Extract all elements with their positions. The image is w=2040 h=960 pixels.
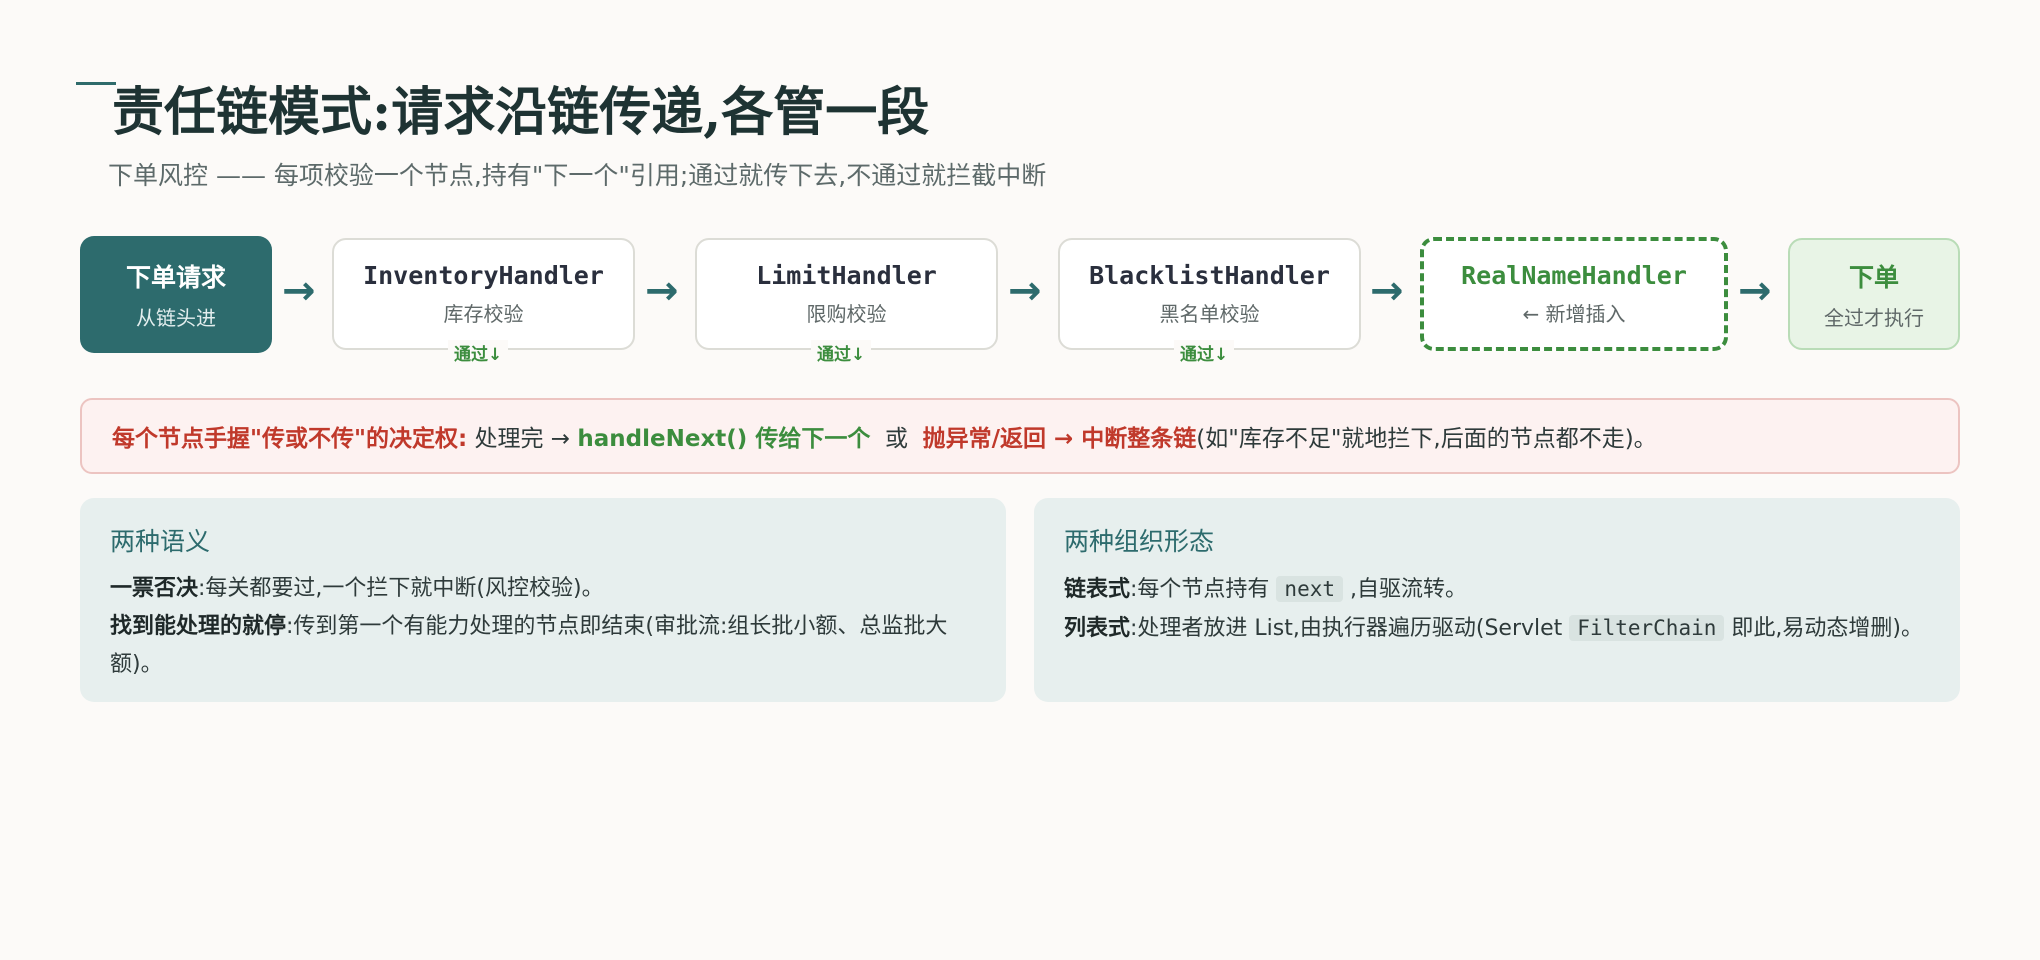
end-node-sub: 全过才执行 <box>1824 305 1924 330</box>
forms-card: 两种组织形态 链表式:每个节点持有 next ,自驱流转。 列表式:处理者放进 … <box>1034 498 1960 702</box>
inventory-handler-sub: 库存校验 <box>443 302 524 326</box>
inventory-pass-label: 通过↓ <box>448 340 509 365</box>
forms-line-2: 列表式:处理者放进 List,由执行器遍历驱动(Servlet FilterCh… <box>1064 609 1930 648</box>
limit-handler-title: LimitHandler <box>756 261 937 290</box>
forms-filterchain-code: FilterChain <box>1569 615 1725 641</box>
blacklist-handler-sub: 黑名单校验 <box>1159 302 1260 326</box>
forms-line-1: 链表式:每个节点持有 next ,自驱流转。 <box>1064 570 1930 609</box>
callout-text-2: 或 <box>870 426 923 452</box>
forms-card-title: 两种组织形态 <box>1064 527 1215 556</box>
semantics-line-2: 找到能处理的就停:传到第一个有能力处理的节点即结束(审批流:组长批小额、总监批大… <box>110 608 976 684</box>
chain-arrow-4: → <box>1370 268 1404 314</box>
inventory-handler-title: InventoryHandler <box>363 261 604 290</box>
title-accent-bar <box>76 82 116 85</box>
callout-lead: 每个节点手握"传或不传"的决定权: <box>112 426 468 452</box>
callout-text-1: 处理完 → <box>467 426 578 452</box>
page-subtitle: 下单风控 —— 每项校验一个节点,持有"下一个"引用;通过就传下去,不通过就拦截… <box>108 161 1047 190</box>
semantics-stop-text: :传到第一个有能力处理的节点即结束(审批流:组长批小额、总监批大额)。 <box>110 614 948 677</box>
semantics-veto-text: :每关都要过,一个拦下就中断(风控校验)。 <box>198 576 604 601</box>
callout-stop-text: 抛异常/返回 → 中断整条链 <box>922 426 1197 452</box>
blacklist-pass-label: 通过↓ <box>1174 340 1235 365</box>
forms-list-text-b: 即此,易动态增删)。 <box>1724 616 1923 641</box>
chain-arrow-1: → <box>282 268 316 314</box>
forms-list-text-a: :处理者放进 List,由执行器遍历驱动(Servlet <box>1130 616 1570 641</box>
chain-arrow-2: → <box>645 268 679 314</box>
realname-handler-node: RealNameHandler ← 新增插入 <box>1420 237 1728 351</box>
semantics-line-1: 一票否决:每关都要过,一个拦下就中断(风控校验)。 <box>110 570 976 608</box>
semantics-stop-label: 找到能处理的就停 <box>110 614 287 639</box>
blacklist-handler-node: BlacklistHandler 黑名单校验 <box>1058 238 1361 350</box>
blacklist-handler-title: BlacklistHandler <box>1089 261 1330 290</box>
forms-list-label: 列表式 <box>1064 616 1131 641</box>
semantics-card: 两种语义 一票否决:每关都要过,一个拦下就中断(风控校验)。 找到能处理的就停:… <box>80 498 1006 702</box>
realname-handler-sub: ← 新增插入 <box>1522 302 1626 326</box>
start-node-title: 下单请求 <box>125 263 226 292</box>
callout-text-3: (如"库存不足"就地拦下,后面的节点都不走)。 <box>1196 426 1657 452</box>
forms-next-code: next <box>1276 576 1343 602</box>
semantics-card-title: 两种语义 <box>110 527 211 556</box>
semantics-veto-label: 一票否决 <box>110 576 199 601</box>
start-node-sub: 从链头进 <box>136 306 216 330</box>
forms-linked-label: 链表式 <box>1064 577 1131 602</box>
chain-arrow-5: → <box>1738 268 1772 314</box>
inventory-handler-node: InventoryHandler 库存校验 <box>332 238 635 350</box>
limit-handler-node: LimitHandler 限购校验 <box>695 238 998 350</box>
chain-end-node: 下单 全过才执行 <box>1788 238 1960 350</box>
chain-arrow-3: → <box>1008 268 1042 314</box>
forms-linked-text-b: ,自驱流转。 <box>1343 577 1467 602</box>
page-title: 责任链模式:请求沿链传递,各管一段 <box>112 82 930 143</box>
realname-handler-title: RealNameHandler <box>1461 261 1687 290</box>
forms-linked-text-a: :每个节点持有 <box>1130 577 1277 602</box>
decision-callout: 每个节点手握"传或不传"的决定权: 处理完 → handleNext() 传给下… <box>80 398 1960 474</box>
callout-pass-text: handleNext() 传给下一个 <box>577 426 871 452</box>
end-node-title: 下单 <box>1848 262 1899 292</box>
limit-pass-label: 通过↓ <box>811 340 872 365</box>
limit-handler-sub: 限购校验 <box>806 302 887 326</box>
chain-start-node: 下单请求 从链头进 <box>80 236 272 353</box>
